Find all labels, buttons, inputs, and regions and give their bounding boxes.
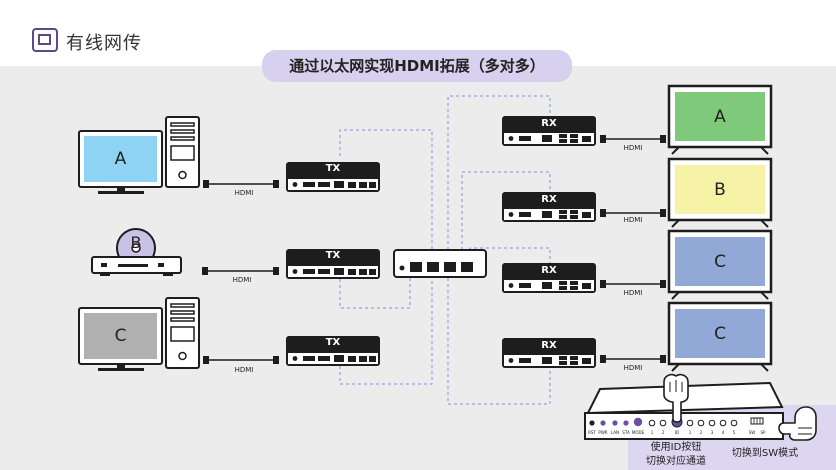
display-b-screen — [675, 165, 765, 214]
tx-unit-3: TX — [286, 336, 380, 366]
display-c-1-screen — [675, 237, 765, 286]
svg-text:LAN: LAN — [611, 430, 619, 435]
svg-text:ID: ID — [675, 430, 679, 435]
svg-text:HDMI: HDMI — [235, 366, 254, 374]
source-b: B — [91, 228, 182, 276]
svg-text:4: 4 — [722, 430, 725, 435]
svg-text:C: C — [714, 324, 726, 344]
network-links — [339, 95, 551, 405]
svg-text:5: 5 — [733, 430, 736, 435]
hand-pointer-icon — [663, 373, 689, 423]
svg-text:HDMI: HDMI — [624, 289, 643, 297]
caption-id-line2: 切换对应通道 — [646, 454, 706, 467]
svg-text:2: 2 — [700, 430, 703, 435]
svg-text:TX: TX — [326, 250, 341, 261]
svg-text:RX: RX — [541, 265, 557, 276]
svg-text:MODE: MODE — [632, 430, 645, 435]
svg-text:HDMI: HDMI — [624, 144, 643, 152]
svg-text:1: 1 — [689, 430, 692, 435]
diagram-title: 通过以太网实现HDMI拓展（多对多） — [262, 50, 572, 82]
svg-text:RX: RX — [541, 340, 557, 351]
svg-text:HDMI: HDMI — [233, 276, 252, 284]
svg-text:SP: SP — [761, 430, 767, 435]
caption-id-line1: 使用ID按钮 — [651, 440, 702, 453]
display-a: A — [667, 84, 773, 155]
svg-text:TX: TX — [326, 163, 341, 174]
rx-unit-3: RX — [502, 263, 596, 293]
display-b: B — [667, 157, 773, 228]
source-a-screen — [84, 136, 157, 182]
svg-text:C: C — [714, 252, 726, 272]
svg-text:RX: RX — [541, 194, 557, 205]
source-c: C — [78, 297, 200, 371]
display-c-2: C — [667, 301, 773, 372]
source-a-label: A — [115, 149, 127, 169]
hand-pointer-left-icon — [778, 406, 817, 441]
ethernet-logo-icon — [32, 28, 58, 52]
source-a: A — [78, 116, 200, 194]
rx-unit-4: RX — [502, 338, 596, 368]
tx-unit-1: TX — [286, 162, 380, 192]
svg-text:HDMI: HDMI — [624, 364, 643, 372]
svg-text:HDMI: HDMI — [235, 189, 254, 197]
hdmi-cables-out: HDMI HDMI HDMI HDMI — [600, 135, 666, 372]
svg-text:B: B — [714, 180, 726, 200]
svg-text:A: A — [714, 107, 726, 127]
svg-text:TX: TX — [326, 337, 341, 348]
rx-unit-1: RX — [502, 116, 596, 146]
svg-text:STA: STA — [622, 430, 630, 435]
svg-text:PWR: PWR — [598, 430, 607, 435]
svg-text:HDMI: HDMI — [624, 216, 643, 224]
svg-text:3: 3 — [711, 430, 714, 435]
display-c-2-screen — [675, 309, 765, 358]
brand-title: 有线网传 — [66, 33, 142, 54]
rx-unit-2: RX — [502, 192, 596, 222]
caption-sw: 切换到SW模式 — [732, 446, 798, 459]
display-c-1: C — [667, 229, 773, 300]
source-c-label: C — [115, 326, 127, 346]
source-c-screen — [84, 313, 157, 359]
tx-unit-2: TX — [286, 249, 380, 279]
mode-button — [633, 417, 643, 427]
network-switch — [393, 249, 487, 278]
display-a-screen — [675, 92, 765, 141]
svg-text:SW: SW — [749, 430, 756, 435]
source-b-label: B — [131, 233, 142, 252]
svg-text:1: 1 — [651, 430, 654, 435]
svg-text:RST: RST — [588, 430, 596, 435]
hdmi-cables-in: HDMI HDMI HDMI — [202, 180, 279, 374]
svg-text:RX: RX — [541, 118, 557, 129]
svg-text:2: 2 — [662, 430, 665, 435]
